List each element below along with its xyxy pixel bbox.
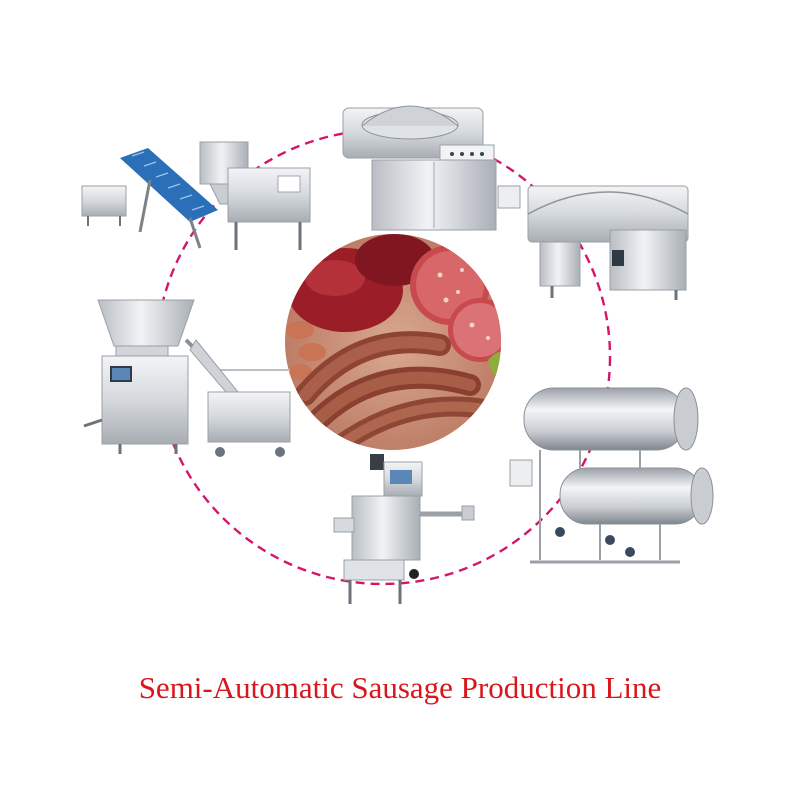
- sterilization-retort-icon: [509, 387, 714, 564]
- sausage-food-image: [285, 234, 501, 450]
- production-line-title: Semi-Automatic Sausage Production Line: [138, 670, 662, 705]
- clipping-machine-icon: [333, 454, 475, 604]
- conveyor-chopper-icon: [81, 141, 311, 250]
- bowl-cutter-icon: [342, 105, 521, 231]
- vacuum-filler-icon: [83, 299, 291, 457]
- meat-mixer-icon: [527, 185, 689, 300]
